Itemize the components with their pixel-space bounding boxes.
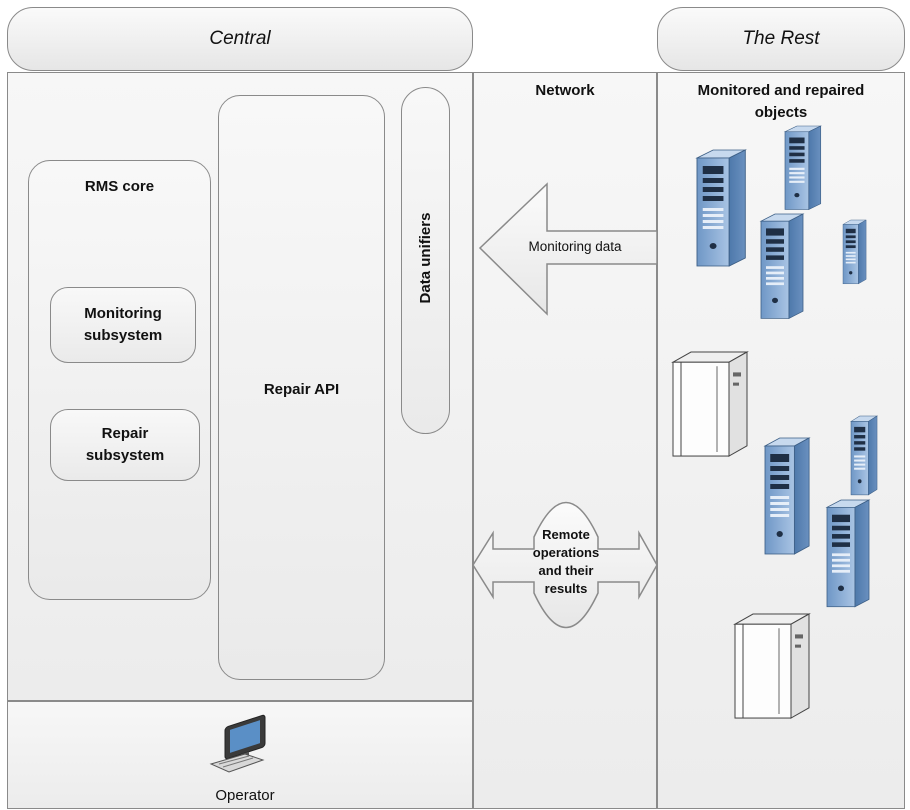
server-tower-icon [842, 219, 867, 285]
repair-subsystem-label: Repair subsystem [85, 425, 165, 464]
operator-label: Operator [215, 787, 275, 804]
rest-header: The Rest [657, 7, 905, 71]
repair-api-box [218, 95, 385, 680]
monitoring-subsystem-label: Monitoring subsystem [83, 305, 163, 344]
server-tower-icon [696, 149, 746, 267]
rms-core-title: RMS core [84, 178, 155, 195]
rms-core-box [28, 160, 211, 600]
server-tower-icon [760, 213, 804, 319]
server-cabinet-icon [672, 351, 748, 457]
central-header-label: Central [209, 28, 271, 49]
workstation-icon [209, 714, 266, 773]
monitoring-data-label: Monitoring data [528, 239, 622, 254]
server-tower-icon [784, 125, 822, 210]
network-column [473, 72, 657, 809]
repair-api-label: Repair API [263, 381, 340, 398]
monitoring-subsystem-box: Monitoring subsystem [50, 287, 196, 363]
monitored-objects [672, 125, 878, 719]
remote-operations-arrow [472, 501, 658, 629]
server-tower-icon [764, 437, 810, 555]
network-title: Network [535, 82, 595, 99]
rest-header-label: The Rest [742, 28, 820, 49]
central-header: Central [7, 7, 473, 71]
repair-subsystem-box: Repair subsystem [50, 409, 200, 481]
monitored-title: Monitored and repaired objects [697, 82, 865, 121]
server-cabinet-icon [734, 613, 810, 719]
server-tower-icon [826, 499, 870, 608]
server-tower-icon [850, 415, 878, 496]
data-unifiers-box [401, 87, 450, 434]
remote-operations-label: Remote operations and their results [532, 527, 600, 596]
